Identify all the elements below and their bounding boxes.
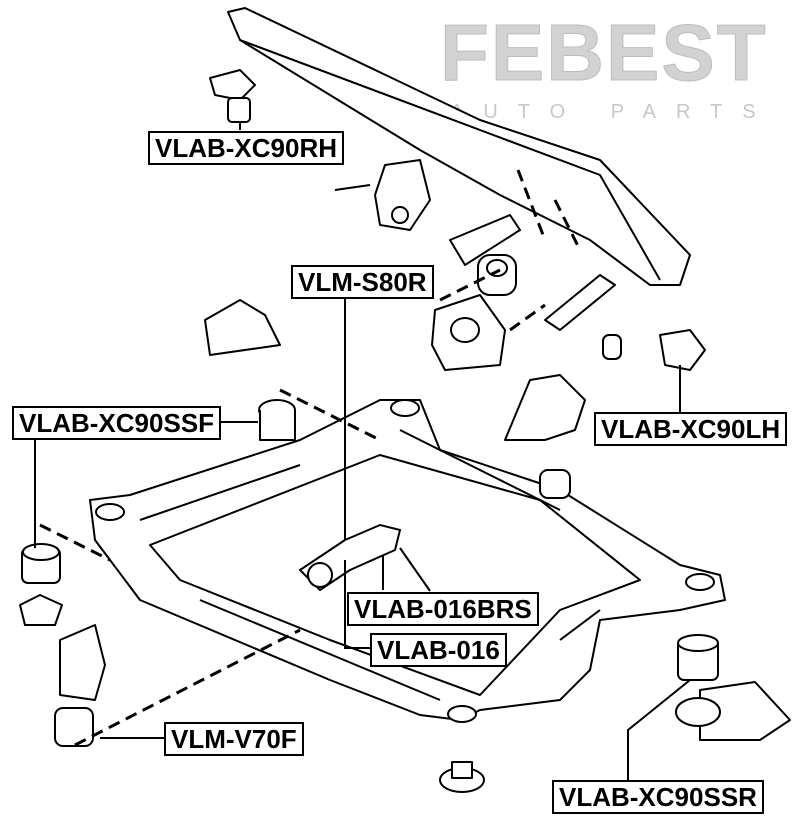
mount-left-upper (204, 299, 281, 356)
mount-xc90ssf-left (19, 543, 63, 626)
mount-xc90rh (209, 69, 256, 123)
label-vlab-xc90ssf: VLAB-XC90SSF (12, 406, 222, 440)
leader-lines (34, 122, 691, 780)
label-vlab-016: VLAB-016 (370, 633, 507, 667)
dashed-guides (39, 169, 582, 747)
label-vlab-xc90lh: VLAB-XC90LH (594, 412, 788, 446)
mount-ssr-lower (539, 469, 571, 499)
label-vlm-s80r: VLM-S80R (291, 265, 434, 299)
washer-bottom (439, 761, 485, 793)
mount-xc90lh (659, 329, 706, 371)
label-vlab-016brs: VLAB-016BRS (347, 592, 539, 626)
watermark-logo: FEBEST (440, 8, 768, 98)
bushing (477, 254, 517, 296)
mount-xc90ssr (675, 634, 791, 741)
bracket-arm (449, 214, 616, 331)
mount-v70f (54, 624, 106, 747)
label-vlm-v70f: VLM-V70F (164, 722, 304, 756)
upper-crossmember (227, 7, 691, 286)
mount-xc90ssf (258, 399, 296, 441)
label-vlab-xc90rh: VLAB-XC90RH (148, 131, 345, 165)
mount-s80r-link (299, 524, 401, 591)
label-vlab-xc90ssr: VLAB-XC90SSR (552, 780, 764, 814)
watermark-tagline: AUTO PARTS (450, 101, 776, 123)
bracket-center (374, 159, 431, 231)
bracket-lh (504, 374, 586, 441)
mount-s80r (431, 294, 506, 371)
